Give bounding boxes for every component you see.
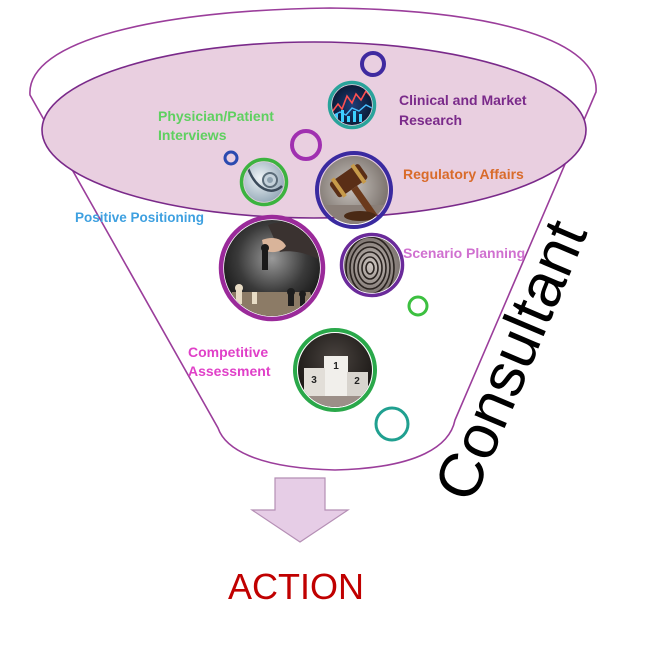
podium-third-label: 3 [311, 375, 317, 386]
podium-image: 1 3 2 [293, 328, 377, 412]
clinical-market-research-image [327, 80, 377, 130]
decorative-ring [290, 129, 322, 161]
physician-label-line-1: Physician/Patient [158, 108, 274, 124]
regulatory-affairs-label: Regulatory Affairs [403, 166, 524, 182]
decorative-ring [407, 295, 429, 317]
gavel-image [315, 151, 393, 229]
physician-label-line-2: Interviews [158, 127, 227, 143]
competitive-label-line-1: Competitive [188, 344, 268, 360]
clinical-market-research-label: Clinical and Market Research [399, 92, 530, 128]
action-label: ACTION [228, 566, 364, 607]
clinical-label-line-1: Clinical and Market [399, 92, 527, 108]
competitive-label-line-2: Assessment [188, 363, 271, 379]
scenario-planning-label: Scenario Planning [403, 245, 525, 261]
fingerprint-image [339, 232, 405, 298]
decorative-ring [374, 406, 410, 442]
competitive-assessment-label: Competitive Assessment [188, 344, 272, 379]
clinical-label-line-2: Research [399, 112, 462, 128]
podium-first-label: 1 [333, 361, 339, 372]
physician-patient-interviews-label: Physician/Patient Interviews [158, 108, 278, 143]
stethoscope-image [239, 157, 289, 207]
decorative-ring [360, 51, 386, 77]
funnel-top-opening [41, 41, 587, 219]
podium-second-label: 2 [354, 376, 360, 387]
down-arrow [250, 477, 350, 543]
decorative-ring [223, 150, 239, 166]
chess-image [218, 214, 326, 322]
positive-positioning-label: Positive Positioning [75, 210, 204, 225]
